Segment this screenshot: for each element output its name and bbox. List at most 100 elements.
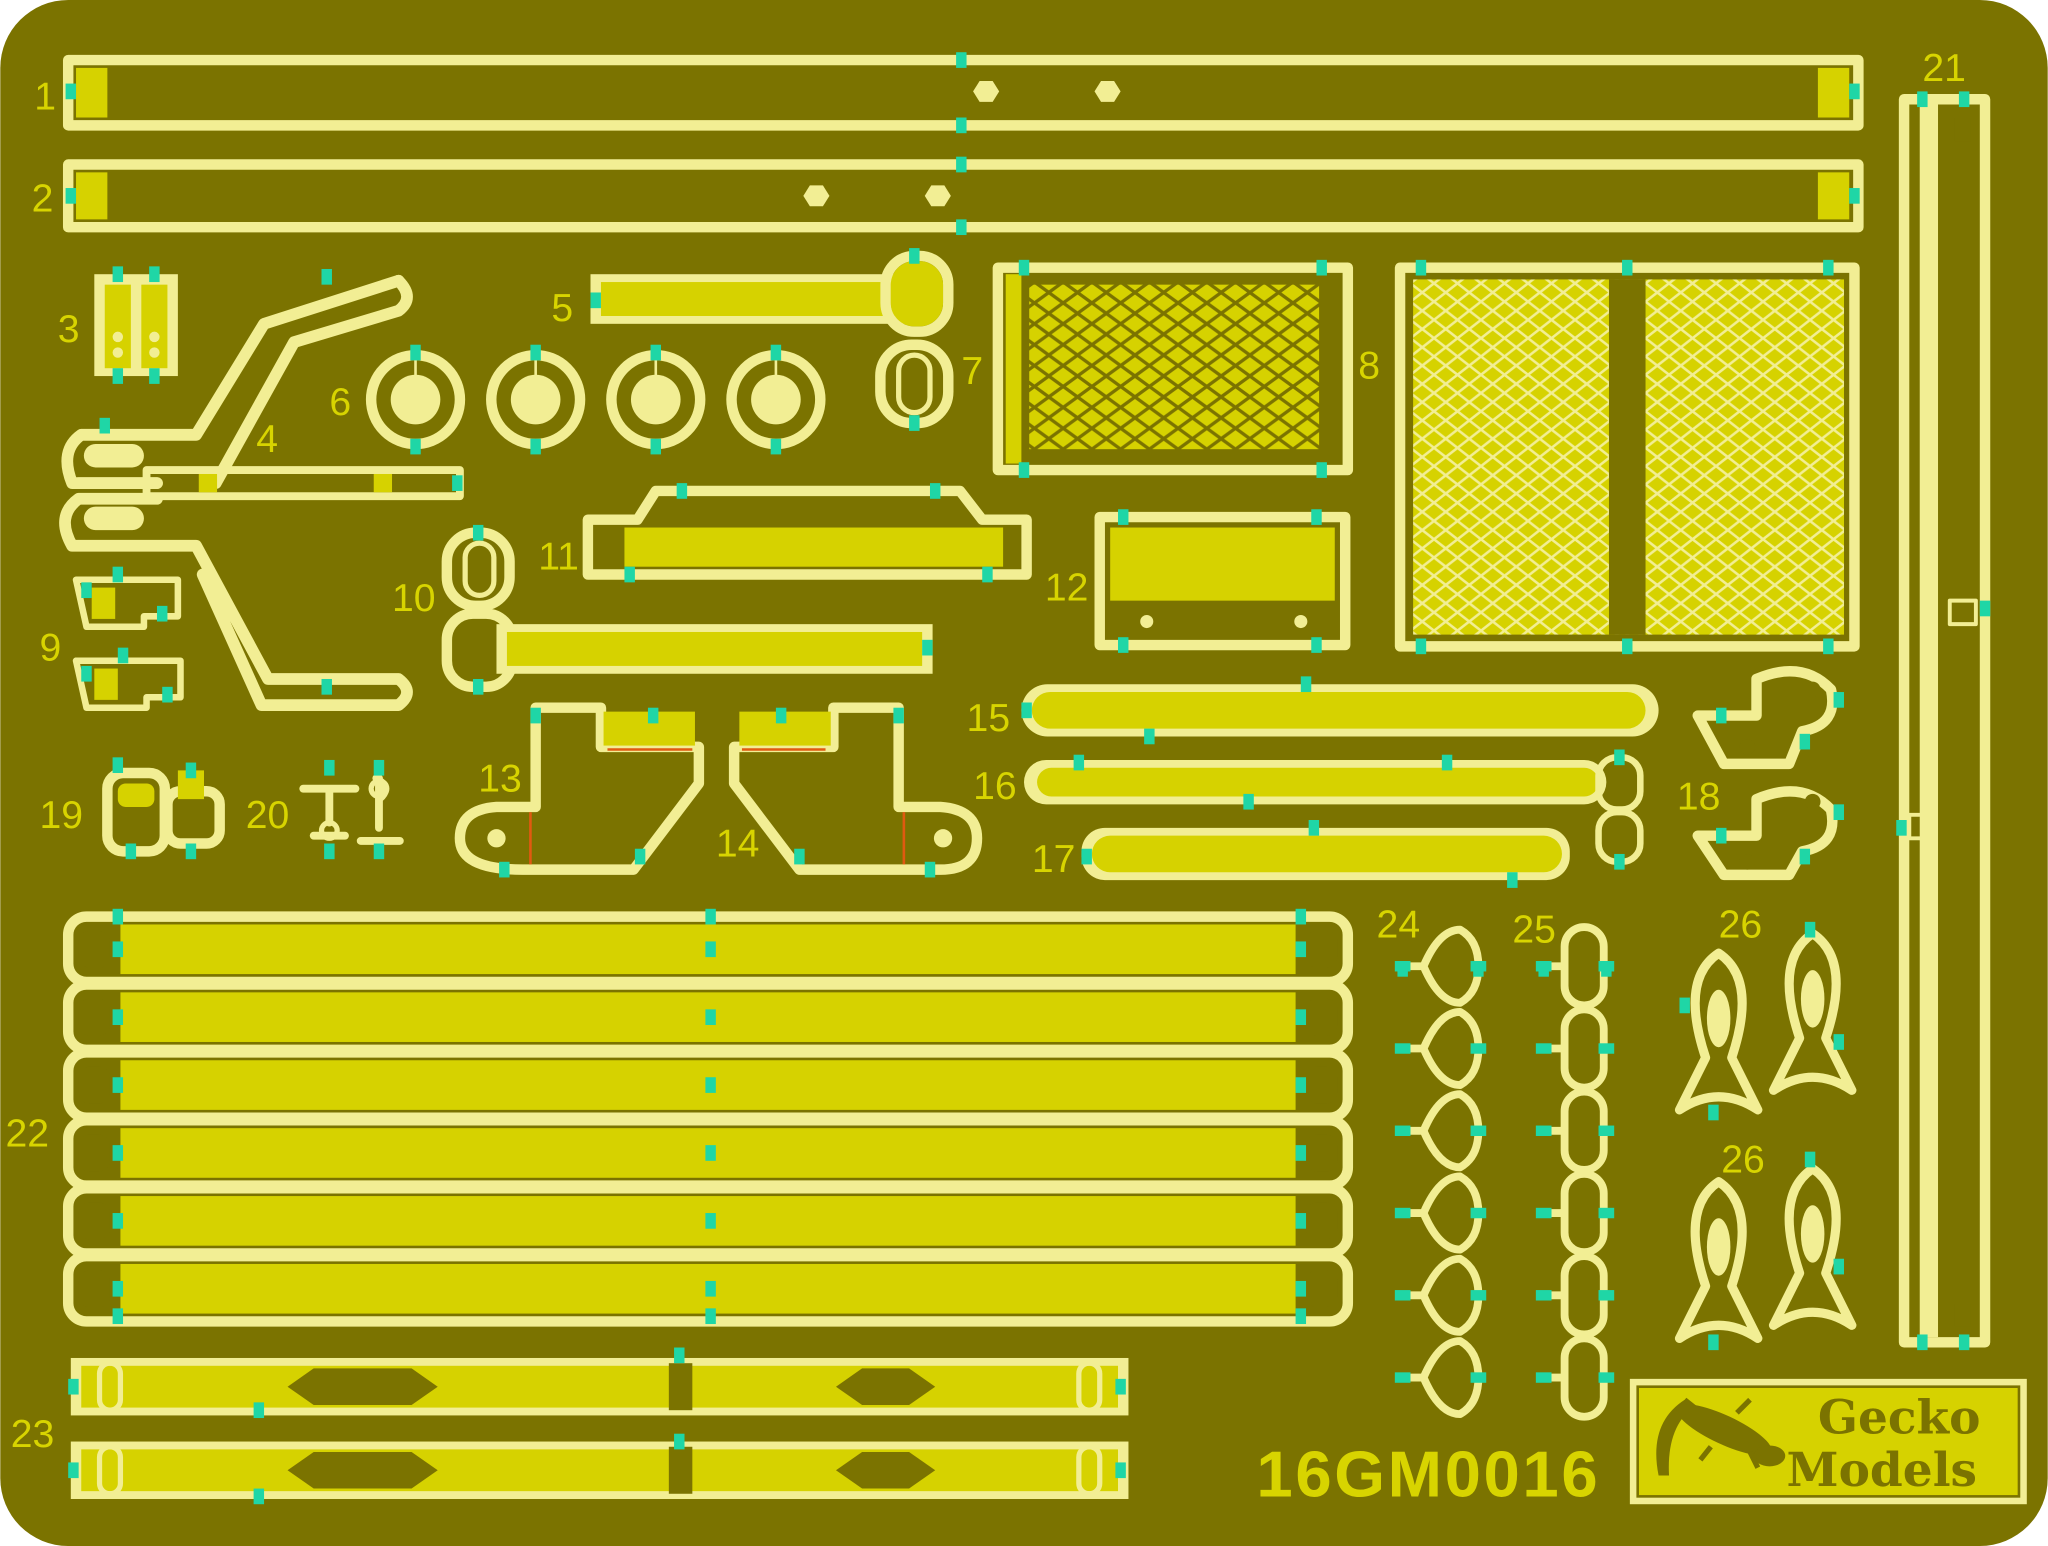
gate-marker [590, 292, 601, 309]
part-17-strip [1081, 827, 1570, 881]
gate-marker [112, 908, 124, 925]
gate-marker [112, 1213, 124, 1229]
gate-marker [982, 566, 993, 583]
part-label: 20 [246, 794, 290, 837]
part-label: 14 [716, 823, 760, 866]
gate-marker [185, 843, 197, 860]
gate-marker [1799, 733, 1811, 750]
gate-marker [112, 566, 124, 583]
part-3-small-plates [94, 274, 178, 377]
part-label: 15 [967, 697, 1011, 740]
part-21-vertical-strip [1898, 94, 1991, 1348]
part-26-hook [1674, 948, 1763, 1115]
part-label: 2 [32, 178, 54, 221]
gate-marker [705, 1077, 716, 1093]
gate-marker [1295, 1213, 1307, 1229]
gate-marker [125, 843, 137, 860]
gate-marker [81, 582, 92, 599]
gate-marker [112, 266, 124, 283]
gate-marker [674, 1433, 685, 1450]
gate-marker [117, 647, 129, 664]
gate-marker [1849, 188, 1860, 204]
part-label: 13 [478, 757, 522, 800]
gate-marker [1708, 1104, 1719, 1121]
part-18-hinges [1692, 666, 1838, 881]
part-label: 1 [34, 76, 56, 119]
gate-marker [1115, 1462, 1126, 1479]
gate-marker [185, 762, 197, 779]
gate-marker [1799, 848, 1811, 865]
ring-disc [390, 374, 441, 425]
part-label: 11 [538, 535, 579, 578]
gate-marker [956, 219, 967, 236]
part-label: 26 [1721, 1139, 1765, 1182]
part-label: 16 [973, 765, 1017, 808]
part-label: 5 [551, 287, 573, 330]
product-code: 16GM0016 [1256, 1437, 1600, 1510]
gate-marker [1622, 638, 1633, 655]
gate-marker [634, 848, 646, 865]
gate-marker [705, 1009, 716, 1026]
gate-marker [112, 1077, 124, 1093]
gate-marker [650, 438, 662, 455]
gate-marker [956, 52, 967, 68]
part-label: 25 [1512, 909, 1556, 952]
gate-marker [1614, 749, 1625, 766]
gate-marker [1716, 707, 1727, 724]
gate-marker [705, 1145, 716, 1161]
gate-marker [1394, 961, 1411, 972]
gate-marker [1823, 638, 1834, 655]
gate-marker [705, 1308, 716, 1325]
slat-end-cutout [1306, 998, 1338, 1036]
part-4-fork-bracket [59, 274, 464, 711]
slat-end-cutout [1306, 1270, 1338, 1308]
part-9-small-brackets [72, 576, 184, 711]
gate-marker [770, 344, 782, 361]
slat-end-cutout [78, 998, 110, 1036]
gate-marker [112, 1280, 124, 1297]
gate-marker [112, 1308, 124, 1325]
gate-marker [324, 759, 335, 776]
gate-marker [1535, 1372, 1552, 1383]
gate-marker [324, 843, 335, 860]
hook-core [1706, 989, 1731, 1048]
slat-end-cutout [78, 1134, 110, 1172]
gate-marker [452, 475, 463, 491]
part-label: 10 [392, 577, 436, 620]
gate-marker [909, 415, 920, 431]
part-26-hook [1674, 1177, 1763, 1343]
gate-marker [112, 1145, 124, 1161]
gate-marker [1295, 908, 1307, 925]
gate-marker [253, 1488, 265, 1505]
gate-marker [112, 941, 124, 958]
gate-marker [1073, 754, 1085, 771]
gate-marker [674, 1347, 685, 1364]
gate-marker [1295, 941, 1307, 958]
gate-marker [1708, 1334, 1719, 1351]
strap-hinge [835, 1368, 936, 1405]
gate-marker [1833, 1034, 1845, 1050]
gate-marker [373, 843, 385, 860]
hook-core [1800, 970, 1825, 1028]
gate-marker [893, 707, 904, 724]
slat-end-cutout [78, 1270, 110, 1308]
part-22-slats [62, 911, 1354, 1327]
slat-end-cutout [1306, 1066, 1338, 1104]
gate-marker [1295, 1077, 1307, 1093]
gate-marker [68, 1462, 79, 1479]
gate-marker [1118, 637, 1129, 653]
gate-marker [1311, 509, 1322, 525]
part-label: 4 [256, 418, 278, 461]
gate-marker [1081, 848, 1092, 865]
gate-marker [1535, 1290, 1552, 1301]
gate-marker [65, 83, 77, 100]
gate-marker [1598, 1372, 1615, 1383]
gate-marker [1833, 692, 1845, 708]
gate-marker [1804, 1151, 1816, 1168]
gate-marker [705, 908, 716, 925]
part-label: 21 [1922, 47, 1966, 90]
strap-slot [96, 1444, 124, 1497]
slat-end-cutout [78, 1202, 110, 1240]
gate-marker [1316, 462, 1327, 478]
